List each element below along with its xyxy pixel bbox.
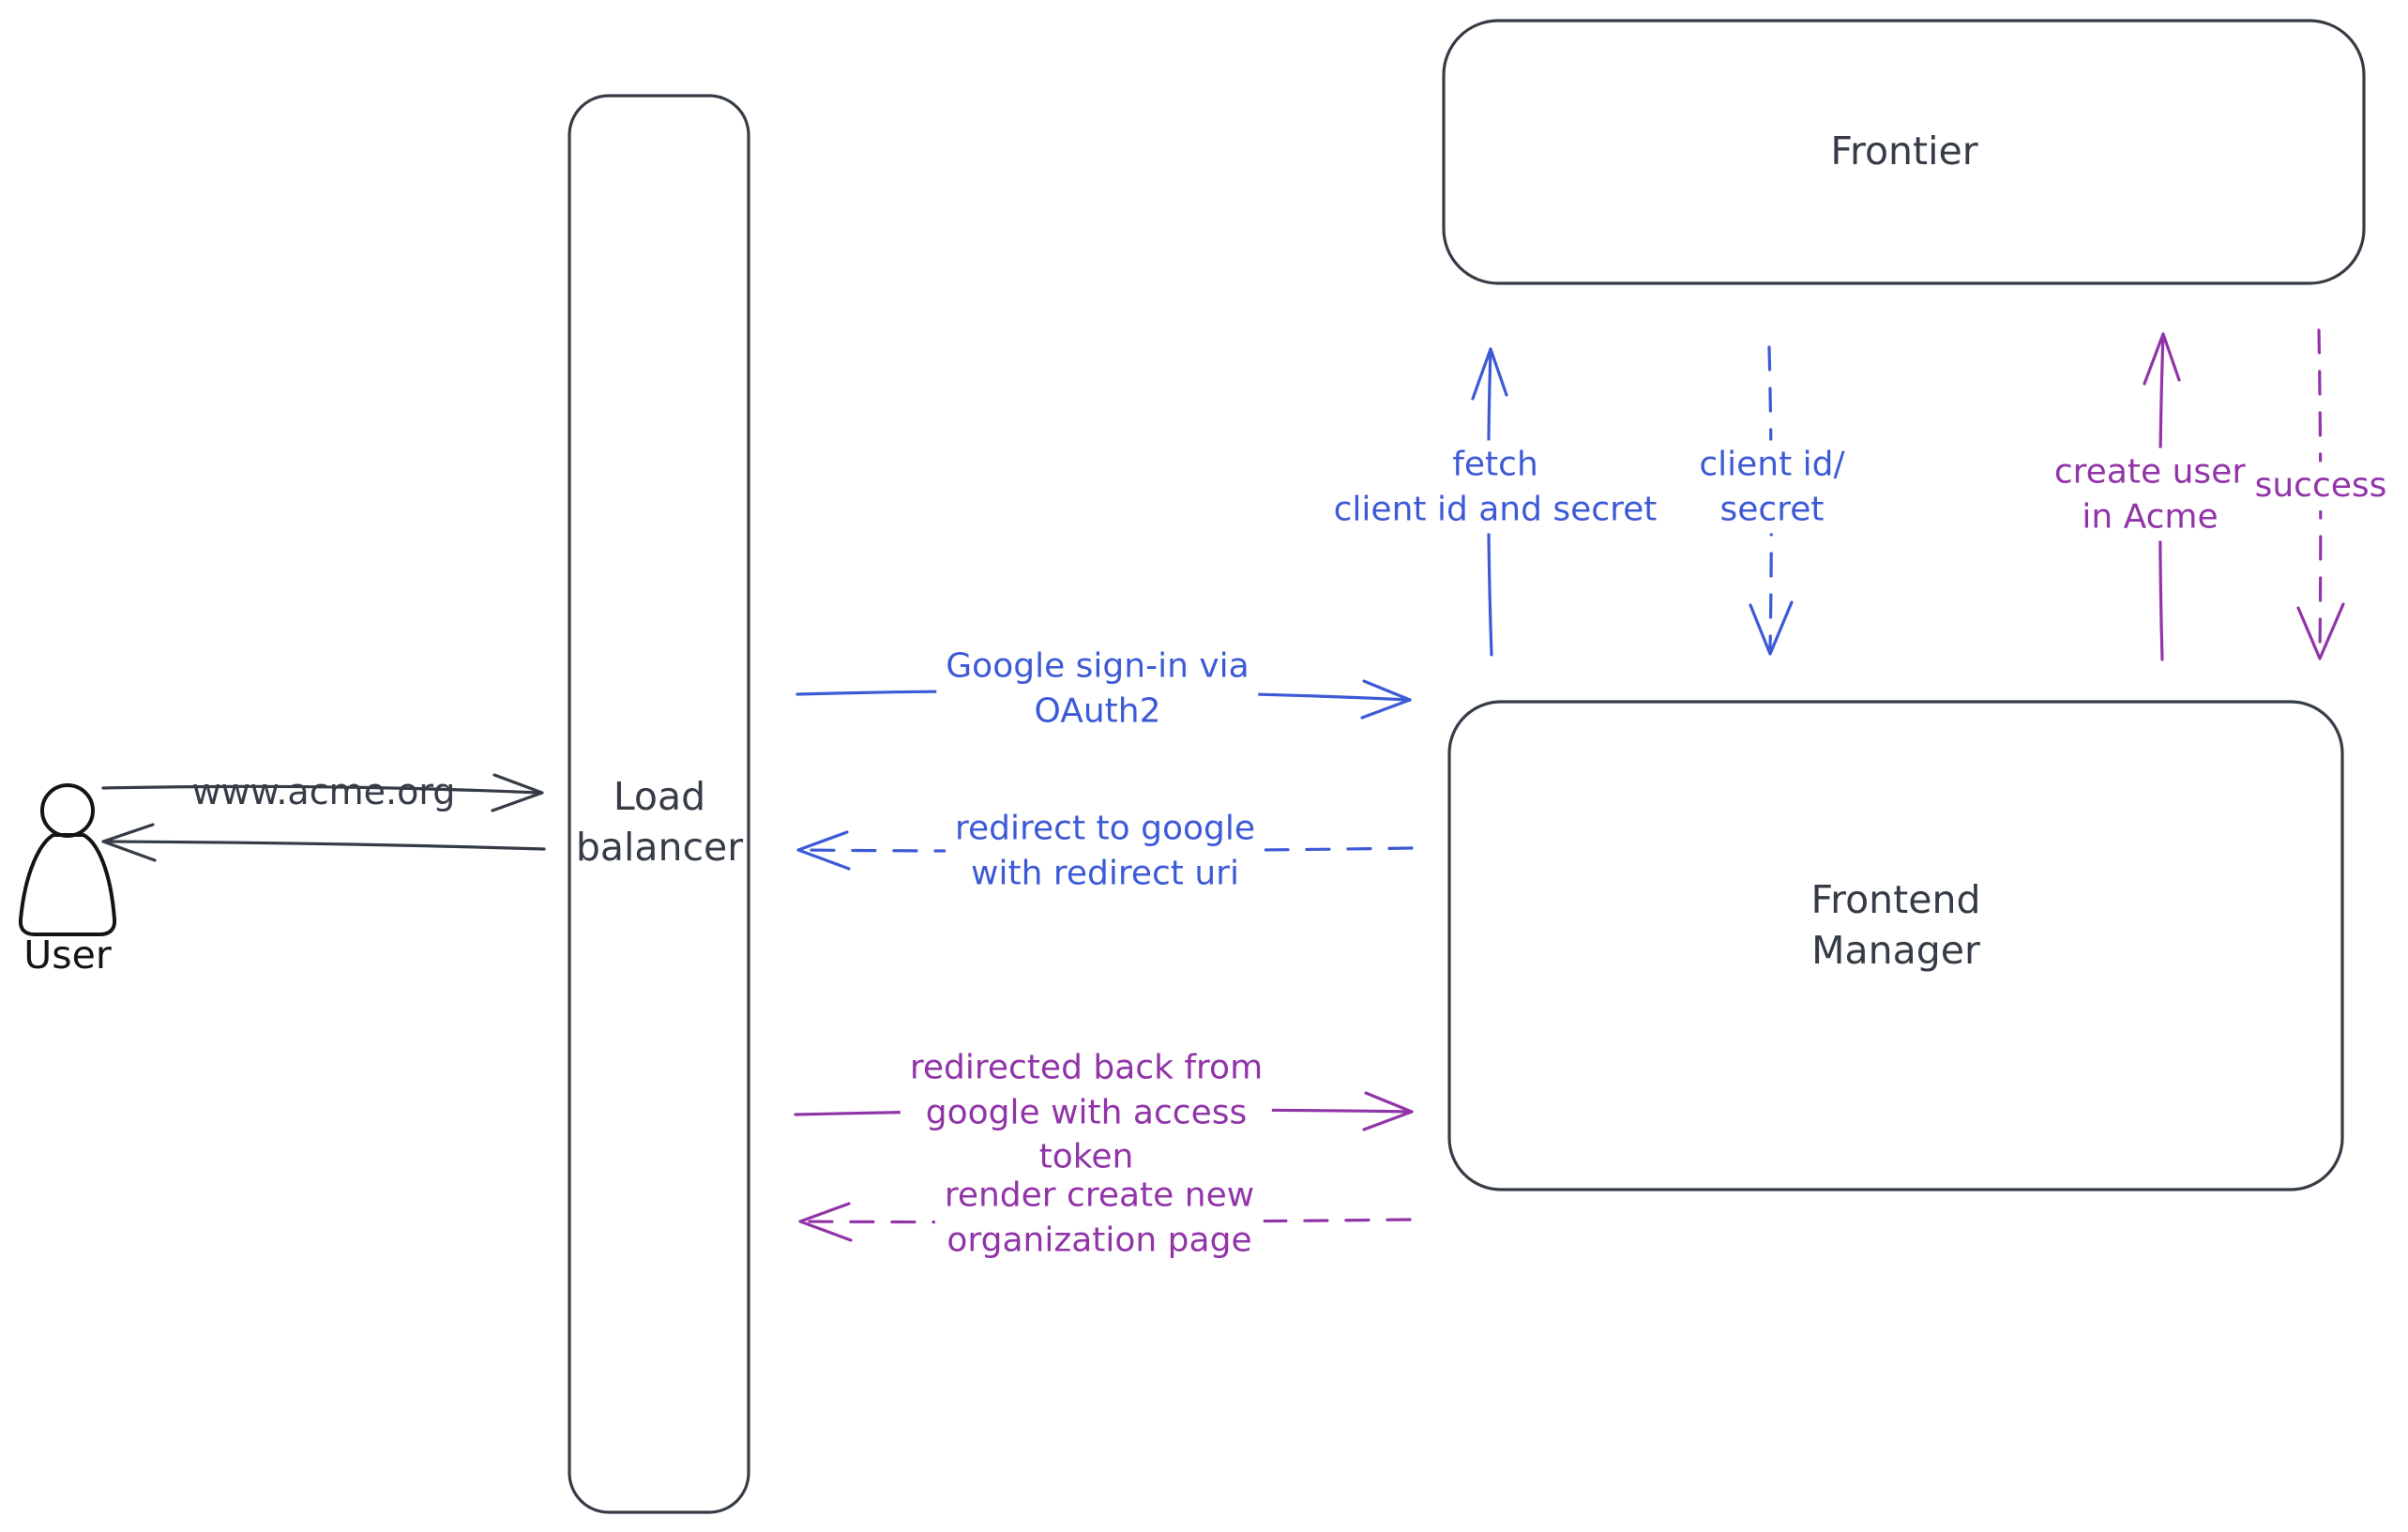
arrow-redirect-to-google — [796, 830, 1414, 871]
arrow-create-user — [2143, 332, 2181, 661]
arrow-visit-site — [101, 773, 544, 812]
user-icon — [18, 783, 117, 936]
arrow-lb-response — [101, 823, 546, 862]
arrow-google-signin — [795, 679, 1412, 720]
arrow-fetch-creds — [1471, 347, 1508, 657]
arrow-client-creds — [1749, 345, 1794, 656]
load-balancer-box — [568, 94, 750, 1514]
frontier-box — [1442, 19, 2366, 285]
arrow-render-org-page — [798, 1202, 1412, 1242]
frontend-manager-box — [1447, 700, 2344, 1191]
arrow-redirected-back — [794, 1091, 1414, 1131]
arrow-success — [2296, 328, 2345, 660]
